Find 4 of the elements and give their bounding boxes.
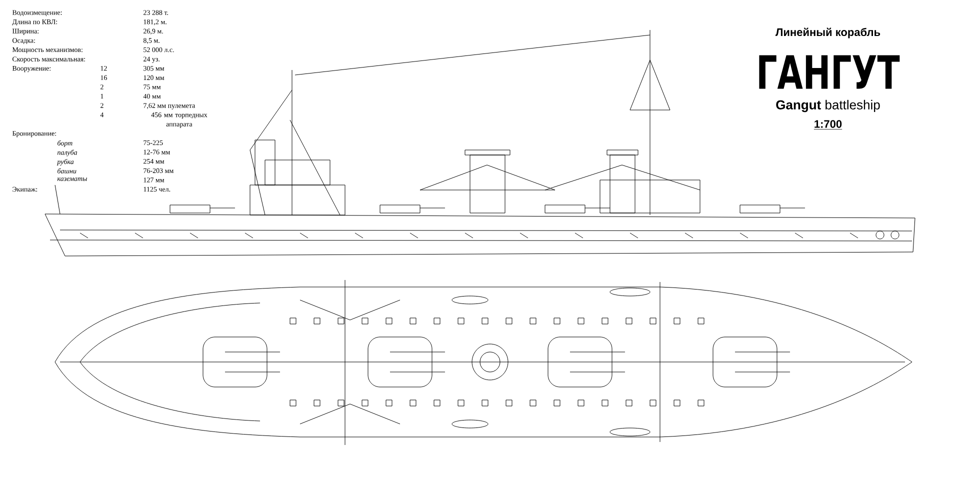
ship-name: ГАНГУТ — [759, 55, 900, 89]
subtitle: Линейный корабль — [776, 28, 880, 38]
scale-label: 1:700 — [814, 120, 842, 130]
english-name: Gangut battleship — [776, 100, 880, 112]
